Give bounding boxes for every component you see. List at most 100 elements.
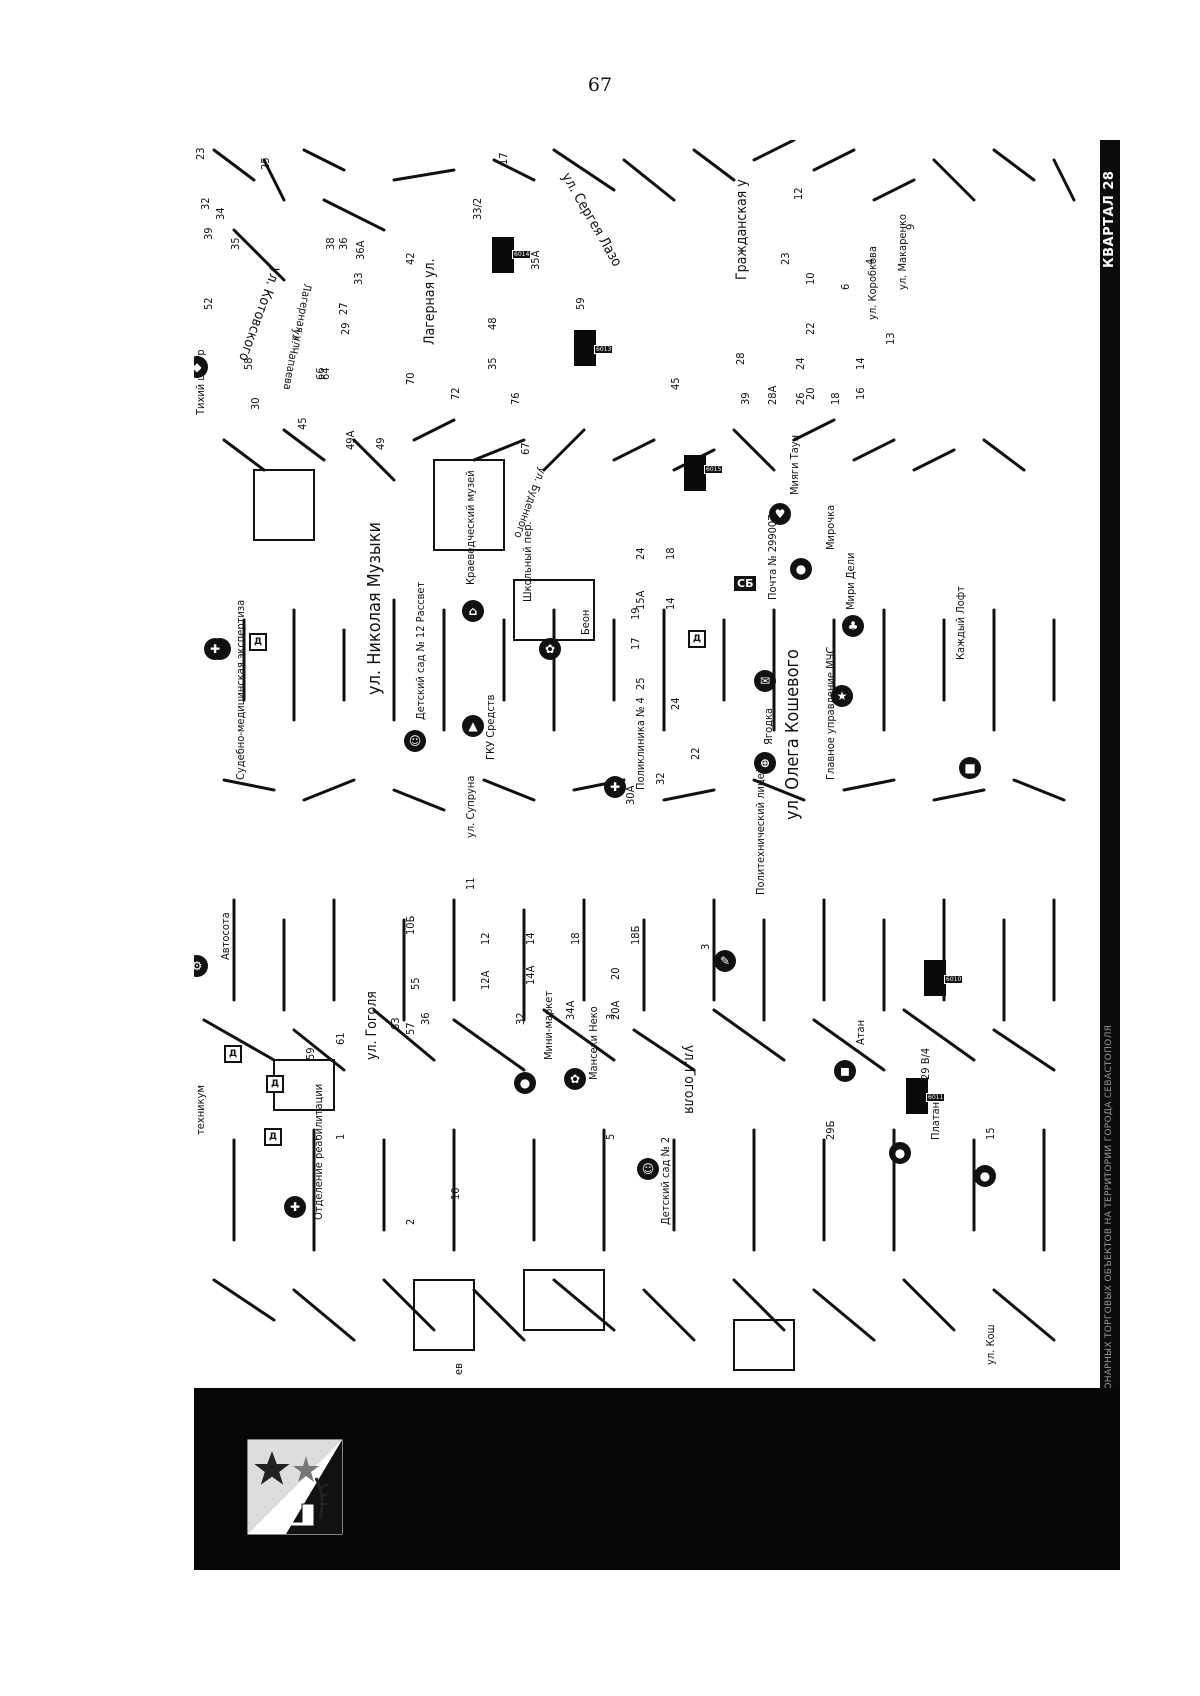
street-label: ул. Кош xyxy=(984,1324,997,1365)
house-number: 5 xyxy=(604,1133,617,1140)
house-number: 12 xyxy=(792,187,805,200)
shop-icon[interactable]: ● xyxy=(889,1142,911,1164)
pin-icon[interactable]: ✚ xyxy=(204,638,226,660)
house-number: 35 xyxy=(486,357,499,370)
food-icon[interactable]: ♣ xyxy=(842,615,864,637)
street-network xyxy=(202,140,1076,1371)
house-number: 49А xyxy=(344,430,357,450)
house-number: 63 xyxy=(389,1017,402,1030)
house-number: 16 xyxy=(854,387,867,400)
marked-building[interactable] xyxy=(906,1078,928,1114)
bus-stop-icon[interactable]: Д xyxy=(224,1045,242,1063)
marked-building[interactable] xyxy=(574,330,596,366)
sberbank-badge[interactable]: СБ xyxy=(734,576,757,591)
street-label: ул. Коробкова xyxy=(866,246,879,320)
map-labels: ул. Котовского Лагерная ул. Лагерная ул.… xyxy=(194,140,1100,1570)
poi-label: Детский сад № 2 xyxy=(659,1136,672,1225)
house-number: 64 xyxy=(319,367,332,380)
house-number: 25 xyxy=(634,677,647,690)
shopping-bag-icon[interactable]: ◆ xyxy=(194,356,208,378)
poi-label: Атан xyxy=(854,1019,867,1045)
house-number: 22 xyxy=(689,747,702,760)
poi-label: Детский сад № 12 Рассвет xyxy=(414,581,427,720)
kindergarten-icon[interactable]: ☺ xyxy=(404,730,426,752)
street-label: ул. Олега Кошевого xyxy=(782,649,803,820)
marked-building[interactable] xyxy=(684,455,706,491)
bus-stop-icon[interactable]: Д xyxy=(688,630,706,648)
poi-label: Ягодка xyxy=(762,707,775,745)
house-number: 14 xyxy=(854,357,867,370)
street-label: ул. Супруна xyxy=(464,775,477,838)
house-number: 49 xyxy=(374,437,387,450)
house-number: 10Б xyxy=(404,915,417,935)
post-icon[interactable]: ✉ xyxy=(754,670,776,692)
house-number: 18 xyxy=(829,392,842,405)
house-number: 3 xyxy=(699,943,712,950)
poi-label: Мини-маркет xyxy=(542,990,555,1060)
building-tag: 6013 xyxy=(594,345,614,354)
house-number: 38 xyxy=(324,237,337,250)
house-number: 57 xyxy=(404,1022,417,1035)
map-frame[interactable]: ул. Котовского Лагерная ул. Лагерная ул.… xyxy=(194,140,1100,1570)
house-number: 10 xyxy=(449,1187,462,1200)
office-icon[interactable]: ▲ xyxy=(462,715,484,737)
building-icon[interactable]: ■ xyxy=(959,757,981,779)
house-number: 76 xyxy=(509,392,522,405)
cafe-icon[interactable]: ✿ xyxy=(539,638,561,660)
house-number: 15 xyxy=(984,1127,997,1140)
house-number: 42 xyxy=(404,252,417,265)
kindergarten-icon[interactable]: ☺ xyxy=(637,1158,659,1180)
street-label: ул. Гоголя xyxy=(364,991,380,1060)
house-number: 18Б xyxy=(629,925,642,945)
street-label: ул. Николая Музыки xyxy=(364,521,385,695)
house-number: 22 xyxy=(804,322,817,335)
poi-label: Платан xyxy=(929,1101,942,1140)
car-icon[interactable]: ⚙ xyxy=(194,955,208,977)
store-icon[interactable]: ◼ xyxy=(834,1060,856,1082)
poi-label: Мансеки Неко xyxy=(587,1006,600,1080)
title-band: КВАРТАЛ 28 ЗОНЫ РАЗМЕЩЕНИЯ НЕСТАЦИОНАРНЫ… xyxy=(1100,140,1120,1570)
school-icon[interactable]: ✎ xyxy=(714,950,736,972)
house-number: 18 xyxy=(664,547,677,560)
government-icon[interactable]: ★ xyxy=(831,685,853,707)
page-number: 67 xyxy=(587,74,613,96)
street-label: ев xyxy=(452,1363,465,1375)
hospital-icon[interactable]: ✚ xyxy=(604,776,626,798)
cafe-icon[interactable]: ✿ xyxy=(564,1068,586,1090)
marked-building[interactable] xyxy=(492,237,514,273)
house-number: 24 xyxy=(669,697,682,710)
bus-stop-icon[interactable]: Д xyxy=(264,1128,282,1146)
street-label: ул. Сергея Лазо xyxy=(558,170,625,270)
poi-label: Мияги Таун xyxy=(788,434,801,495)
house-number: 36 xyxy=(419,1012,432,1025)
cart-icon[interactable]: ⊕ xyxy=(754,752,776,774)
museum-icon[interactable]: ⌂ xyxy=(462,600,484,622)
house-number: 13 xyxy=(884,332,897,345)
shop-icon[interactable]: ● xyxy=(974,1165,996,1187)
emblem-band xyxy=(194,1388,1120,1570)
marked-building[interactable] xyxy=(924,960,946,996)
street-label: ул. Котовского xyxy=(235,264,284,364)
bus-stop-icon[interactable]: Д xyxy=(266,1075,284,1093)
poi-label: Политехнический лицей xyxy=(754,766,767,895)
house-number: 39 xyxy=(202,227,215,240)
building-tag: 6014 xyxy=(512,250,532,259)
house-number: 14 xyxy=(664,597,677,610)
poi-label: Поликлиника № 4 xyxy=(634,697,647,790)
house-number: 58 xyxy=(242,357,255,370)
medical-icon[interactable]: ✚ xyxy=(284,1196,306,1218)
house-number: 19 xyxy=(629,607,642,620)
house-number: 55 xyxy=(409,977,422,990)
house-number: 23 xyxy=(194,147,207,160)
house-number: 4 xyxy=(864,258,877,265)
shop-icon[interactable]: ● xyxy=(514,1072,536,1094)
bus-stop-icon[interactable]: Д xyxy=(249,633,267,651)
house-number: 14А xyxy=(524,965,537,985)
house-number: 6 xyxy=(839,283,852,290)
restaurant-icon[interactable]: ♥ xyxy=(769,503,791,525)
house-number: 12А xyxy=(479,970,492,990)
house-number: 30 xyxy=(249,397,262,410)
house-number: 39 xyxy=(739,392,752,405)
shop-icon[interactable]: ● xyxy=(790,558,812,580)
house-number: 59 xyxy=(574,297,587,310)
